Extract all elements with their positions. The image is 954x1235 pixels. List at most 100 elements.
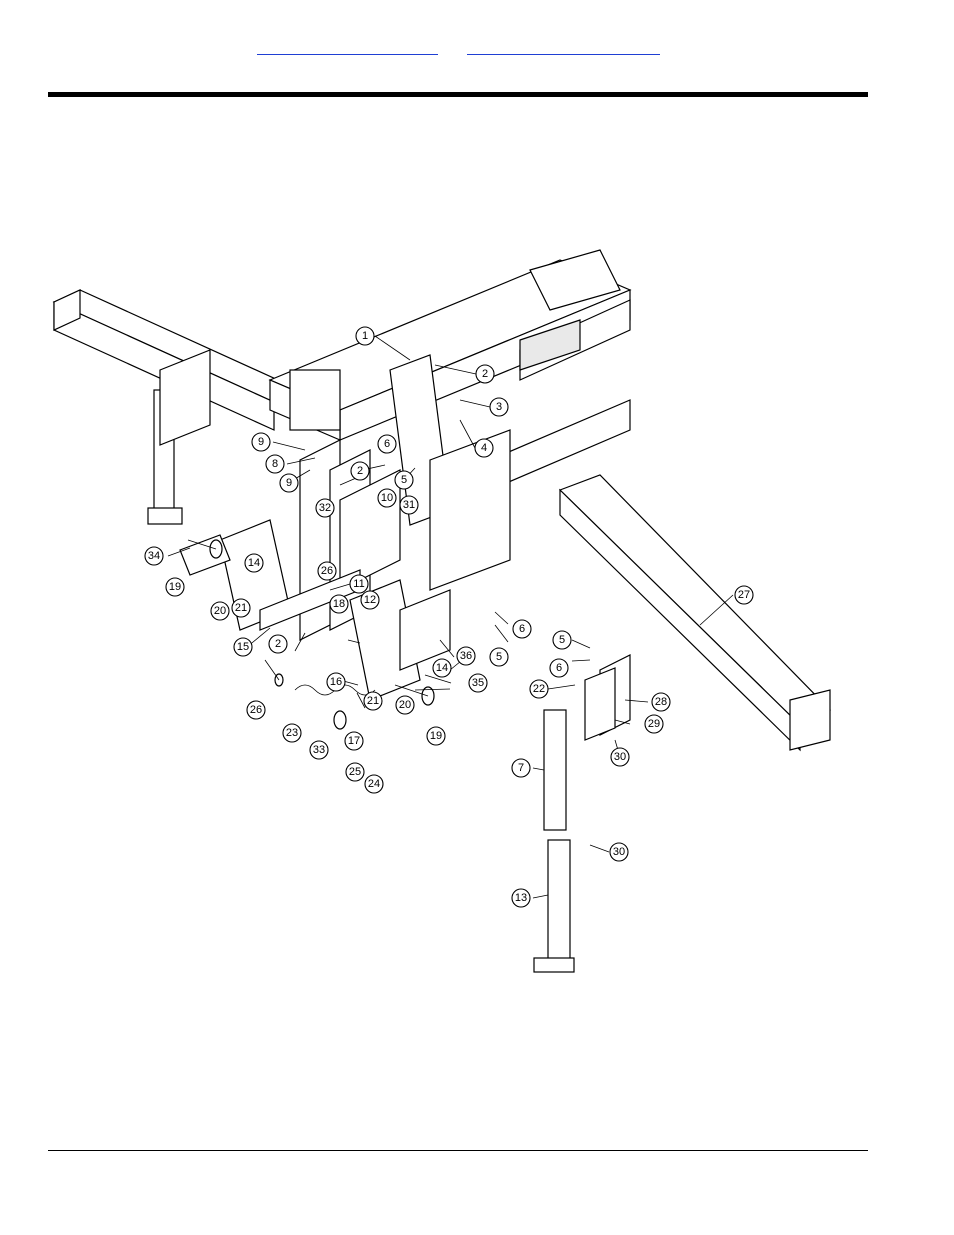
callout: 14	[432, 658, 452, 678]
callout: 31	[399, 495, 419, 515]
svg-text:32: 32	[319, 502, 331, 514]
svg-text:10: 10	[381, 492, 393, 504]
svg-text:8: 8	[272, 458, 278, 470]
footer-rule	[48, 1150, 868, 1151]
callout: 32	[315, 498, 335, 518]
header-link-1[interactable]	[257, 40, 438, 55]
callout: 26	[317, 561, 337, 581]
svg-text:21: 21	[367, 695, 379, 707]
svg-text:28: 28	[655, 696, 667, 708]
svg-text:30: 30	[614, 751, 626, 763]
svg-text:11: 11	[353, 578, 364, 590]
svg-text:2: 2	[482, 368, 488, 380]
callout: 3	[489, 397, 509, 417]
svg-text:26: 26	[321, 565, 333, 577]
svg-text:15: 15	[237, 641, 249, 653]
callout: 16	[326, 672, 346, 692]
svg-text:27: 27	[738, 589, 750, 601]
svg-text:5: 5	[496, 651, 502, 663]
callout: 12	[360, 590, 380, 610]
svg-text:25: 25	[349, 766, 361, 778]
svg-text:6: 6	[384, 438, 390, 450]
svg-text:19: 19	[169, 581, 181, 593]
callout: 6	[549, 658, 569, 678]
callout: 28	[651, 692, 671, 712]
callout: 34	[144, 546, 164, 566]
callout: 20	[395, 695, 415, 715]
callout: 36	[456, 646, 476, 666]
svg-text:31: 31	[403, 499, 415, 511]
svg-text:20: 20	[399, 699, 411, 711]
svg-text:9: 9	[286, 477, 292, 489]
callout: 6	[377, 434, 397, 454]
callout: 22	[529, 679, 549, 699]
callout: 30	[610, 747, 630, 767]
callout: 33	[309, 740, 329, 760]
callout: 15	[233, 637, 253, 657]
callout: 1	[355, 326, 375, 346]
callout: 9	[251, 432, 271, 452]
left-toolbar-beam	[52, 289, 302, 525]
svg-text:24: 24	[368, 778, 380, 790]
callout: 19	[165, 577, 185, 597]
svg-text:6: 6	[556, 662, 562, 674]
svg-text:35: 35	[472, 677, 484, 689]
callout: 21	[363, 691, 383, 711]
callout: 35	[468, 673, 488, 693]
svg-text:29: 29	[648, 718, 660, 730]
svg-text:34: 34	[148, 550, 160, 562]
header-rule	[48, 92, 868, 97]
svg-text:4: 4	[481, 442, 487, 454]
callout: 10	[377, 488, 397, 508]
svg-text:26: 26	[250, 704, 262, 716]
callout: 14	[244, 553, 264, 573]
exploded-parts-diagram: 1 2 3 4 9 8 9 6 5 2 32 10 31 34 19 14 20…	[52, 249, 832, 973]
svg-text:1: 1	[362, 330, 368, 342]
callout-group: 1 2 3 4 9 8 9 6 5 2 32 10 31 34 19 14 20…	[144, 326, 754, 908]
jack-stand	[533, 654, 631, 973]
hardware-items	[187, 539, 435, 730]
callout: 19	[426, 726, 446, 746]
right-toolbar-beam	[558, 474, 832, 752]
callout: 18	[329, 594, 349, 614]
header-link-2[interactable]	[467, 40, 660, 55]
svg-text:20: 20	[214, 605, 226, 617]
svg-text:3: 3	[496, 401, 502, 413]
callout: 24	[364, 774, 384, 794]
callout: 5	[394, 470, 414, 490]
callout: 7	[511, 758, 531, 778]
svg-text:5: 5	[559, 634, 565, 646]
callout: 17	[344, 731, 364, 751]
svg-text:16: 16	[330, 676, 342, 688]
svg-text:9: 9	[258, 436, 264, 448]
callout: 9	[279, 473, 299, 493]
svg-text:17: 17	[348, 735, 360, 747]
callout: 13	[511, 888, 531, 908]
svg-text:14: 14	[248, 557, 260, 569]
callout: 5	[489, 647, 509, 667]
svg-text:7: 7	[518, 762, 524, 774]
callout: 20	[210, 601, 230, 621]
callout: 21	[231, 598, 251, 618]
callout: 2	[350, 461, 370, 481]
callout: 5	[552, 630, 572, 650]
callout: 6	[512, 619, 532, 639]
svg-text:18: 18	[333, 598, 345, 610]
svg-text:12: 12	[364, 594, 376, 606]
callout: 26	[246, 700, 266, 720]
callout: 25	[345, 762, 365, 782]
svg-text:33: 33	[313, 744, 325, 756]
callout: 8	[265, 454, 285, 474]
callout: 11	[349, 574, 369, 594]
svg-text:14: 14	[436, 662, 448, 674]
svg-text:21: 21	[235, 602, 247, 614]
svg-text:36: 36	[460, 650, 472, 662]
svg-text:2: 2	[275, 638, 281, 650]
svg-text:30: 30	[613, 846, 625, 858]
callout: 2	[268, 634, 288, 654]
svg-text:5: 5	[401, 474, 407, 486]
callout: 2	[475, 364, 495, 384]
svg-text:22: 22	[533, 683, 545, 695]
callout: 30	[609, 842, 629, 862]
svg-text:13: 13	[515, 892, 527, 904]
